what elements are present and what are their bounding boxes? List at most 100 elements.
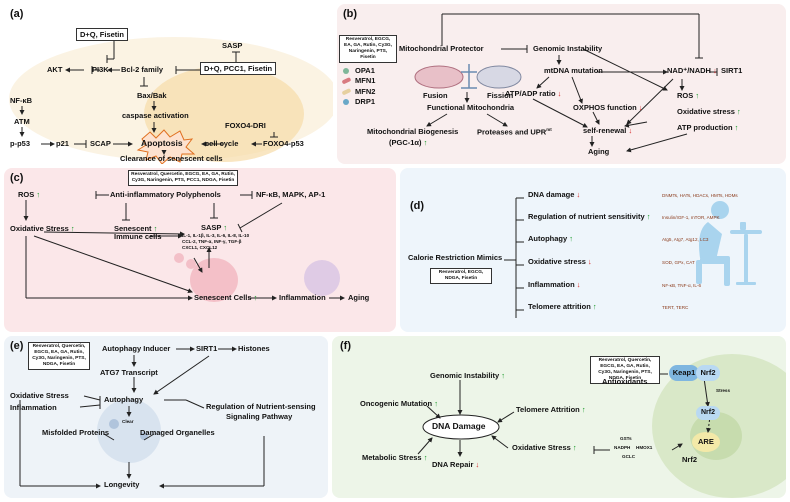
panel-f: (f) Oncogenic Mutation ↑ Genomic Instabi… bbox=[332, 336, 786, 498]
are-shape bbox=[692, 432, 720, 452]
inducer-node: Autophagy Inducer bbox=[102, 344, 171, 353]
genomic-f-up-arrow: ↑ bbox=[501, 371, 506, 380]
ros-node: ROS ↑ bbox=[677, 91, 700, 100]
hmox1-label: HMOX1 bbox=[636, 445, 653, 450]
telomere-f-label: Telomere Attrition bbox=[516, 405, 580, 414]
immune-up-arrow: ↑ bbox=[153, 224, 158, 233]
selfrenewal-node: self-renewal ↓ bbox=[583, 126, 633, 135]
crm-row-0: DNA damage ↓ bbox=[528, 190, 580, 199]
oxstress-c-up-arrow: ↑ bbox=[70, 224, 75, 233]
dnarepair-down-arrow: ↓ bbox=[475, 460, 480, 469]
panel-c: (c) Resveratrol, Quercetin, EGCG, EA, GA… bbox=[4, 168, 396, 332]
panel-e-label: (e) bbox=[10, 340, 24, 352]
sencells-up-arrow: ↑ bbox=[253, 293, 258, 302]
baxbak-node: Bax/Bak bbox=[137, 91, 167, 100]
crm-row-label: Inflammation bbox=[528, 280, 575, 289]
functional-mito-node: Functional Mitochondria bbox=[427, 103, 515, 112]
gsts-label: GSTs bbox=[620, 436, 632, 441]
panel-e-compounds-box: Resveratrol, Quercetin, EGCG, EA, GA, Ru… bbox=[28, 342, 90, 370]
foxo4p53-node: FOXO4-p53 bbox=[263, 139, 304, 148]
panel-d-compounds-box: Resveratrol, EGCG, NDGA, Fisetin bbox=[430, 268, 492, 284]
proteases-node: Proteases and UPRmt bbox=[477, 127, 552, 137]
oxstress-node-e: Oxidative Stress bbox=[10, 391, 69, 400]
crm-row-detail: SOD, GPx, CAT bbox=[662, 260, 695, 265]
up-arrow-icon: ↑ bbox=[569, 234, 574, 243]
atpprod-node: ATP production ↑ bbox=[677, 123, 738, 132]
crm-row-label: Regulation of nutrient sensitivity bbox=[528, 212, 645, 221]
nutrient-line2: Signaling Pathway bbox=[226, 412, 293, 421]
nad-label: NAD⁺/NADH bbox=[667, 66, 711, 75]
crm-row-detail: DNMTs, HATs, HDACs, HMTs, HDMs bbox=[662, 193, 738, 198]
p53-node: p-p53 bbox=[10, 139, 31, 148]
crm-row-5: Telomere attrition ↑ bbox=[528, 302, 597, 311]
metabolic-label: Metabolic Stress bbox=[362, 453, 422, 462]
oxstress-node-c: Oxidative Stress ↑ bbox=[10, 224, 75, 233]
sirt1-node: SIRT1 bbox=[721, 66, 743, 75]
cytokines-line1: IL-1, IL-1β, IL-3, IL-6, IL-8, IL-10 bbox=[182, 233, 250, 238]
oxphos-down-arrow: ↓ bbox=[638, 103, 643, 112]
seated-person-icon bbox=[696, 201, 762, 286]
mtdna-node: mtDNA mutation bbox=[544, 66, 603, 75]
nad-down-arrow: ↓ bbox=[713, 66, 717, 75]
crm-row-label: Oxidative stress bbox=[528, 257, 586, 266]
selfrenewal-down-arrow: ↓ bbox=[628, 126, 633, 135]
inflammation-cell-shape bbox=[304, 260, 340, 296]
inflammation-node-e: Inflammation bbox=[10, 403, 57, 412]
p21-node: p21 bbox=[56, 139, 69, 148]
sasp-c-label: SASP bbox=[201, 223, 222, 232]
panel-f-label: (f) bbox=[340, 340, 351, 352]
damaged-organelles-node: Damaged Organelles bbox=[140, 428, 215, 437]
metabolic-up-arrow: ↑ bbox=[423, 453, 428, 462]
panel-d-label: (d) bbox=[410, 200, 425, 212]
crm-row-detail: TERT, TERC bbox=[662, 305, 689, 310]
drp1-marker bbox=[343, 99, 349, 105]
proteases-superscript: mt bbox=[546, 127, 552, 132]
stress-label: Stress bbox=[716, 388, 731, 393]
dnarepair-node: DNA Repair ↓ bbox=[432, 460, 480, 469]
crm-row-detail: NF-κB, TNF-α, IL-6 bbox=[662, 283, 702, 288]
immune-node: Senescent ↑ Immune cells bbox=[114, 224, 162, 242]
crm-node: Calorie Restriction Mimics bbox=[408, 253, 503, 262]
atpadp-node: ATP/ADP ratio ↓ bbox=[505, 89, 561, 98]
panel-e-graphics bbox=[19, 346, 265, 489]
nutrient-line1: Regulation of Nutrient-sensing bbox=[206, 402, 316, 411]
metabolic-node: Metabolic Stress ↑ bbox=[362, 453, 428, 462]
panel-d: (d) Calorie Restriction Mimics Resveratr… bbox=[400, 168, 786, 332]
sencells-node: Senescent Cells ↑ bbox=[194, 293, 258, 302]
genomic-instability-node: Genomic Instability bbox=[533, 44, 603, 53]
akt-node: AKT bbox=[47, 65, 63, 74]
down-arrow-icon: ↓ bbox=[588, 257, 592, 266]
ros-up-arrow: ↑ bbox=[695, 91, 700, 100]
panel-b-label: (b) bbox=[343, 8, 358, 20]
panel-d-graphics bbox=[504, 197, 762, 318]
up-arrow-icon: ↑ bbox=[646, 212, 651, 221]
caspase-node: caspase activation bbox=[122, 111, 189, 120]
cytokines-line3: CXCL1, CXCL12 bbox=[182, 245, 218, 250]
crm-row-detail: Atg5, Atg7, Atg12, LC3 bbox=[662, 237, 709, 242]
ros-label: ROS bbox=[677, 91, 694, 100]
pgc-label: (PGC-1α) bbox=[389, 138, 422, 147]
up-arrow-icon: ↑ bbox=[592, 302, 597, 311]
mfn1-marker bbox=[342, 77, 351, 84]
are-node: ARE bbox=[698, 437, 714, 446]
foxo4dri-node: FOXO4-DRI bbox=[225, 121, 266, 130]
misfolded-node: Misfolded Proteins bbox=[42, 428, 110, 437]
dq-pcc1-fisetin-box: D+Q, PCC1, Fisetin bbox=[200, 62, 277, 75]
fusion-mitochondrion bbox=[414, 65, 464, 89]
autophagosome-shape bbox=[97, 399, 161, 463]
pgc-node: (PGC-1α) ↑ bbox=[389, 138, 427, 147]
panel-c-compounds-box: Resveratrol, Quercetin, EGCG, EA, GA, Ru… bbox=[128, 170, 238, 186]
nfkb-node: NF-κB bbox=[10, 96, 33, 105]
oxstress-label: Oxidative stress bbox=[677, 107, 735, 116]
nrf2-node-nucleus: Nrf2 bbox=[682, 455, 698, 464]
nucleus-shape bbox=[144, 66, 304, 162]
bcl2-node: Bcl-2 family bbox=[121, 65, 164, 74]
mito-protector-node: Mitochondrial Protector bbox=[399, 44, 484, 53]
scap-node: SCAP bbox=[90, 139, 111, 148]
crm-row-label: DNA damage bbox=[528, 190, 575, 199]
antioxidants-node: Antioxidants bbox=[602, 377, 648, 386]
biogenesis-node: Mitochondrial Biogenesis bbox=[367, 127, 459, 136]
clear-label: Clear bbox=[122, 419, 134, 424]
panel-c-label: (c) bbox=[10, 172, 24, 184]
ros-node-c: ROS ↑ bbox=[18, 190, 40, 199]
